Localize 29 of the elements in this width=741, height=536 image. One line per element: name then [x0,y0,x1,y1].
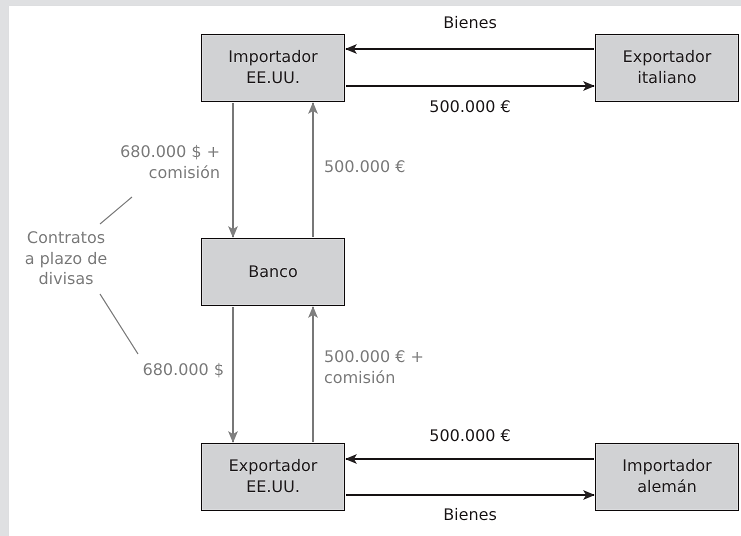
arrow [308,102,318,237]
process-box [595,443,739,511]
edge-label: 500.000 € [324,157,406,178]
edge-label: 500.000 € [429,426,511,447]
box-label: Exportador EE.UU. [228,456,318,498]
arrow [345,44,594,54]
box-label: Exportador italiano [622,47,712,89]
arrow [308,306,318,442]
box-label: Importador alemán [621,456,713,498]
callout-text: Contratos a plazo de divisas [21,224,111,294]
process-box [201,34,345,102]
box-label: Importador EE.UU. [227,47,319,89]
process-box [595,34,739,102]
edge-label: Bienes [443,13,497,34]
edge-label: 500.000 € [429,97,511,118]
box-label: Banco [248,262,298,282]
edge-label: 680.000 $ [142,360,224,381]
arrow [228,103,238,238]
arrow [346,490,595,500]
edge-label: 680.000 $ + comisión [120,142,220,184]
process-box [201,238,345,306]
edge-label: 500.000 € + comisión [324,347,424,389]
arrow [228,307,238,443]
arrow [345,454,594,464]
leader-line [100,294,138,354]
arrow [346,81,595,91]
leader-line [100,196,132,224]
edge-label: Bienes [443,505,497,526]
process-box [201,443,345,511]
